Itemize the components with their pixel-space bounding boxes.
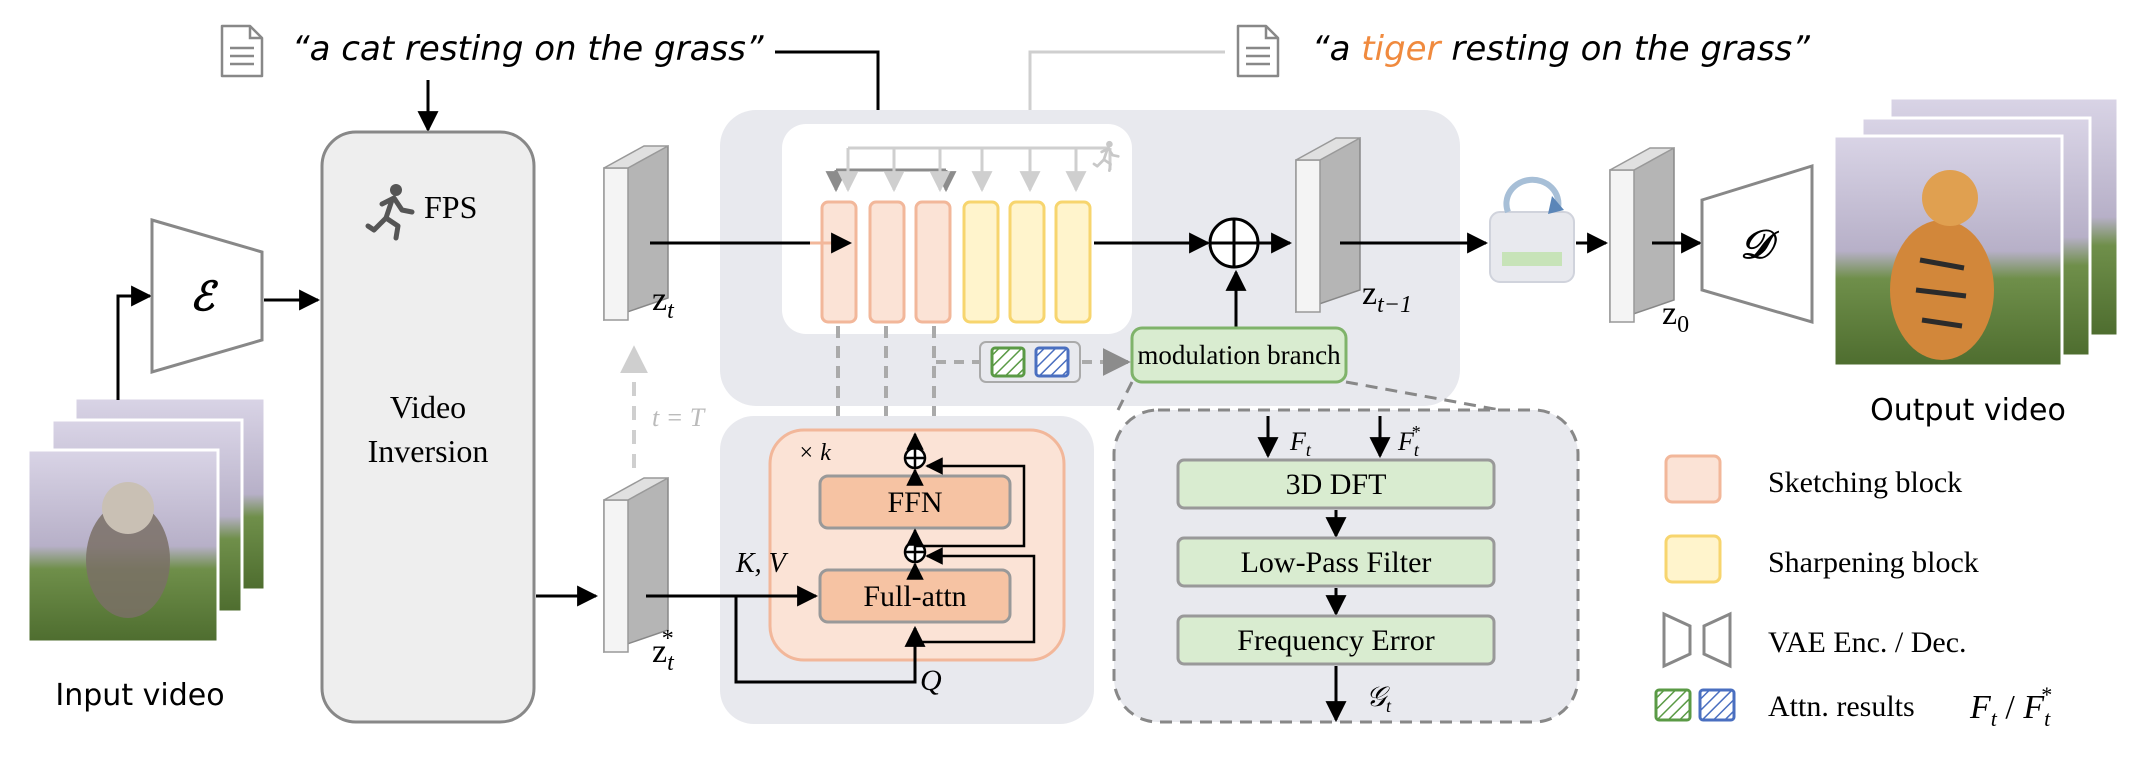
dft-block: [1176, 458, 1496, 510]
q-label: Q: [920, 664, 942, 697]
hatched-square-icon: [1034, 346, 1070, 378]
encoder-symbol: ℰ: [190, 274, 219, 319]
document-icon: [1236, 24, 1280, 78]
video-to-encoder-arrow: [116, 285, 153, 400]
legend-sketching-swatch: [1664, 454, 1722, 504]
kv-label: K, V: [735, 548, 789, 579]
modulation-branch-label: modulation branch: [1137, 340, 1341, 370]
low-pass-filter-block: [1176, 536, 1496, 588]
sketching-blocks: [820, 200, 952, 324]
document-icon: [220, 24, 264, 78]
input-video-stack: [26, 396, 267, 644]
output-video-label: Output video: [1870, 393, 2066, 428]
hatched-square-icon: [1654, 688, 1692, 722]
sketching-block: [914, 200, 952, 324]
zt-star-label: zt*: [652, 626, 675, 676]
input-video-label: Input video: [55, 678, 224, 713]
ffn-residual-path: [915, 457, 1026, 548]
latent-zt: [603, 144, 669, 322]
legend-vae-label: VAE Enc. / Dec.: [1768, 626, 1967, 659]
lock-refresh-icon: [1489, 176, 1575, 283]
target-prompt: “a tiger resting on the grass”: [1236, 24, 1810, 78]
low-pass-label: Low-Pass Filter: [1241, 546, 1432, 579]
latent-z0: [1609, 146, 1675, 324]
zt-minus-1-label: zt−1: [1362, 275, 1412, 318]
running-icon: [1092, 140, 1120, 172]
dft-label: 3D DFT: [1286, 468, 1387, 501]
ft-label: Ft: [1289, 427, 1312, 460]
ffn-label: FFN: [887, 486, 942, 519]
legend-sketching-label: Sketching block: [1768, 466, 1962, 499]
source-prompt-text: “a cat resting on the grass”: [292, 29, 764, 69]
inversion-title-line2: Inversion: [368, 433, 489, 469]
inversion-title-line1: Video: [390, 389, 466, 425]
legend-sharpening-swatch: [1664, 534, 1722, 584]
hatched-square-icon: [1698, 688, 1736, 722]
cat-shape: [86, 502, 170, 618]
z0-label: z0: [1662, 295, 1689, 338]
hatched-square-icon: [990, 346, 1026, 378]
zt-label: zt: [652, 281, 675, 324]
residual-add: [903, 446, 927, 470]
video-inversion-block: FPS Video Inversion: [320, 130, 536, 724]
sum-operator: [1208, 217, 1260, 269]
frequency-error-block: [1176, 614, 1496, 666]
repeat-label: × k: [798, 440, 831, 466]
latent-zt-minus-1: [1295, 136, 1361, 314]
modulation-branch: [1130, 326, 1348, 384]
legend-vae-icon: [1662, 611, 1732, 669]
sketching-block: [820, 200, 858, 324]
full-attn-label: Full-attn: [863, 580, 966, 613]
tiger-shape: [1890, 220, 1994, 360]
t-equals-T-label: t = T: [652, 403, 706, 432]
sharpening-block: [962, 200, 1000, 324]
sketching-block: [868, 200, 906, 324]
decoder: 𝒟: [1700, 163, 1814, 324]
legend-attn-symbols: Ft / Ft*: [1969, 682, 2051, 731]
legend-sharpening-label: Sharpening block: [1768, 546, 1979, 579]
latent-zt-star: [603, 476, 669, 654]
fps-label: FPS: [424, 189, 477, 225]
q-input-arrow: [734, 596, 926, 684]
sharpening-blocks: [962, 200, 1092, 324]
target-prompt-keyword: tiger: [1361, 29, 1442, 69]
prompt-injection-bracket: [825, 146, 1112, 193]
source-prompt: “a cat resting on the grass”: [220, 24, 764, 78]
target-prompt-text: “a tiger resting on the grass”: [1312, 29, 1810, 69]
output-video-stack: [1832, 96, 2120, 368]
running-icon: [365, 184, 415, 241]
frequency-error-label: Frequency Error: [1237, 624, 1434, 657]
attn-results-box: [979, 341, 1081, 383]
ft-star-label: Ft*: [1397, 422, 1420, 460]
legend: Sketching block Sharpening block VAE Enc…: [1654, 454, 2051, 731]
sharpening-block: [1054, 200, 1092, 324]
attn-residual-path: [915, 547, 1036, 644]
legend-attn-label: Attn. results: [1768, 690, 1915, 723]
encoder: ℰ: [150, 218, 264, 374]
sharpening-block: [1008, 200, 1046, 324]
